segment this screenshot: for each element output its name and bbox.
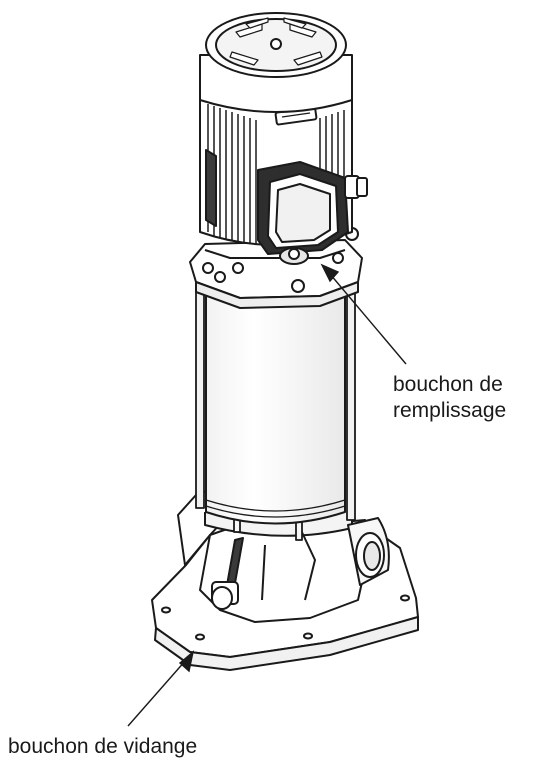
pump-cylinder	[205, 291, 346, 525]
drain-plug-label: bouchon de vidange	[8, 735, 198, 758]
fill-plug-label: bouchon de remplissage	[393, 372, 506, 424]
terminal-box	[257, 161, 368, 255]
leader-lines	[127, 263, 407, 727]
motor-flange	[189, 227, 363, 309]
fill-plug-label-line1: bouchon de	[393, 373, 503, 396]
fill-plug-icon	[279, 247, 309, 265]
fan-cover	[199, 12, 353, 113]
fill-plug-label-line2: remplissage	[393, 399, 507, 422]
drain-plug-icon	[211, 581, 239, 610]
pump-base	[151, 487, 419, 671]
